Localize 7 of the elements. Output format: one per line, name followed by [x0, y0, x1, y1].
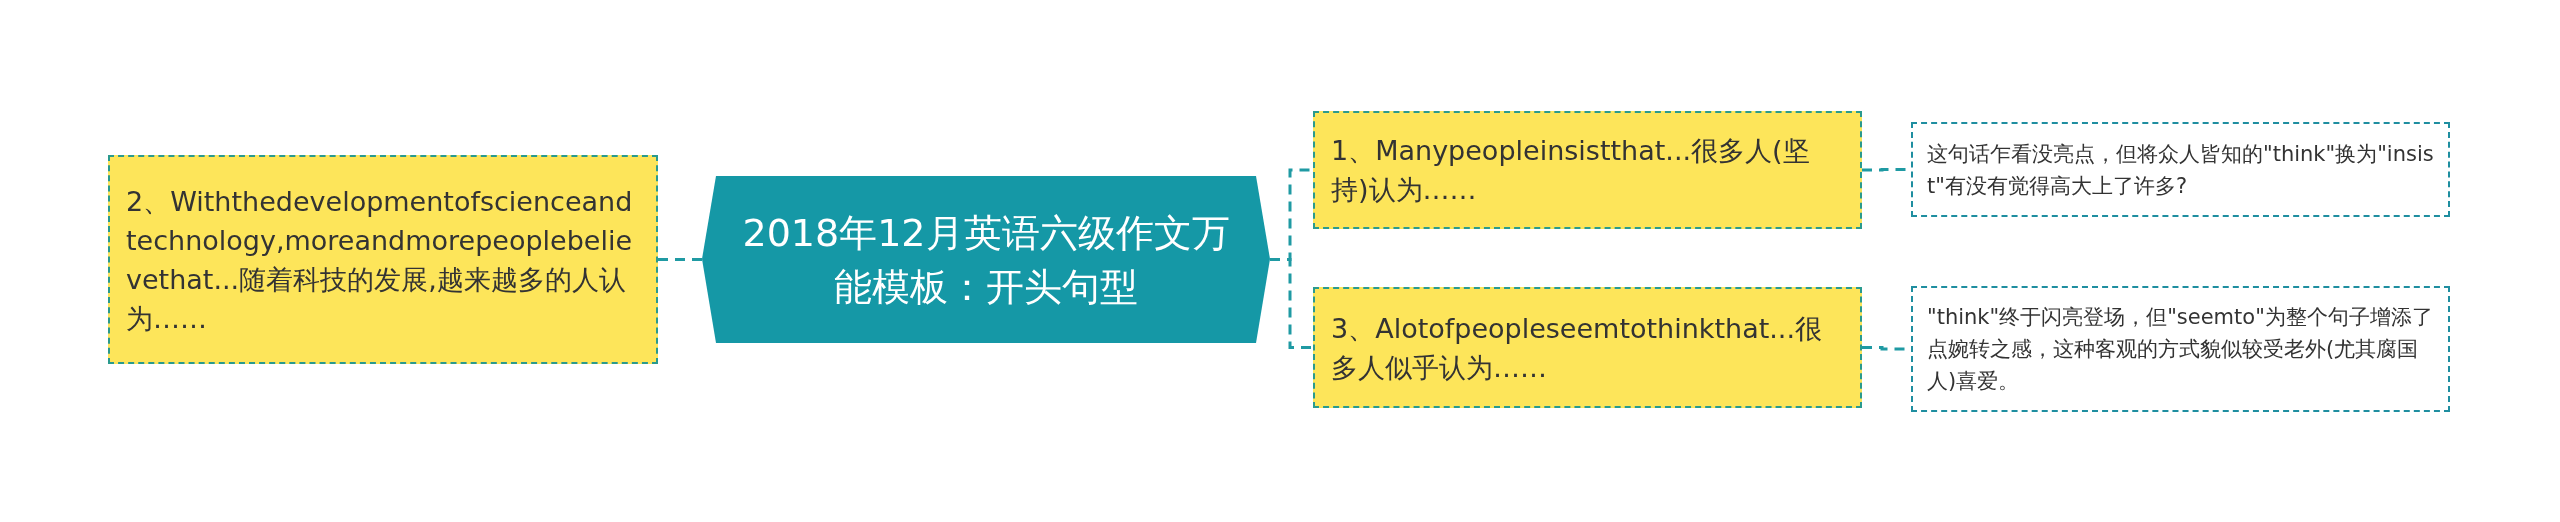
topic-box: 2、Withthedevelopmentofscienceandtechnology,moreandmorepeoplebelievethat...随着科技的发展,越来越多的人认为…… — [108, 155, 658, 364]
topic-box: 3、Alotofpeopleseemtothinkthat...很多人似乎认为…… — [1313, 287, 1862, 408]
connector-line — [658, 258, 702, 261]
note-box: 这句话乍看没亮点，但将众人皆知的"think"换为"insist"有没有觉得高大上了许多? — [1911, 122, 2450, 217]
topic-box: 1、Manypeopleinsistthat...很多人(坚持)认为…… — [1313, 111, 1862, 229]
connector-line — [1270, 258, 1313, 349]
note-box: "think"终于闪亮登场，但"seemto"为整个句子增添了点婉转之感，这种客观的方式貌似较受老外(尤其腐国人)喜爱。 — [1911, 286, 2450, 412]
